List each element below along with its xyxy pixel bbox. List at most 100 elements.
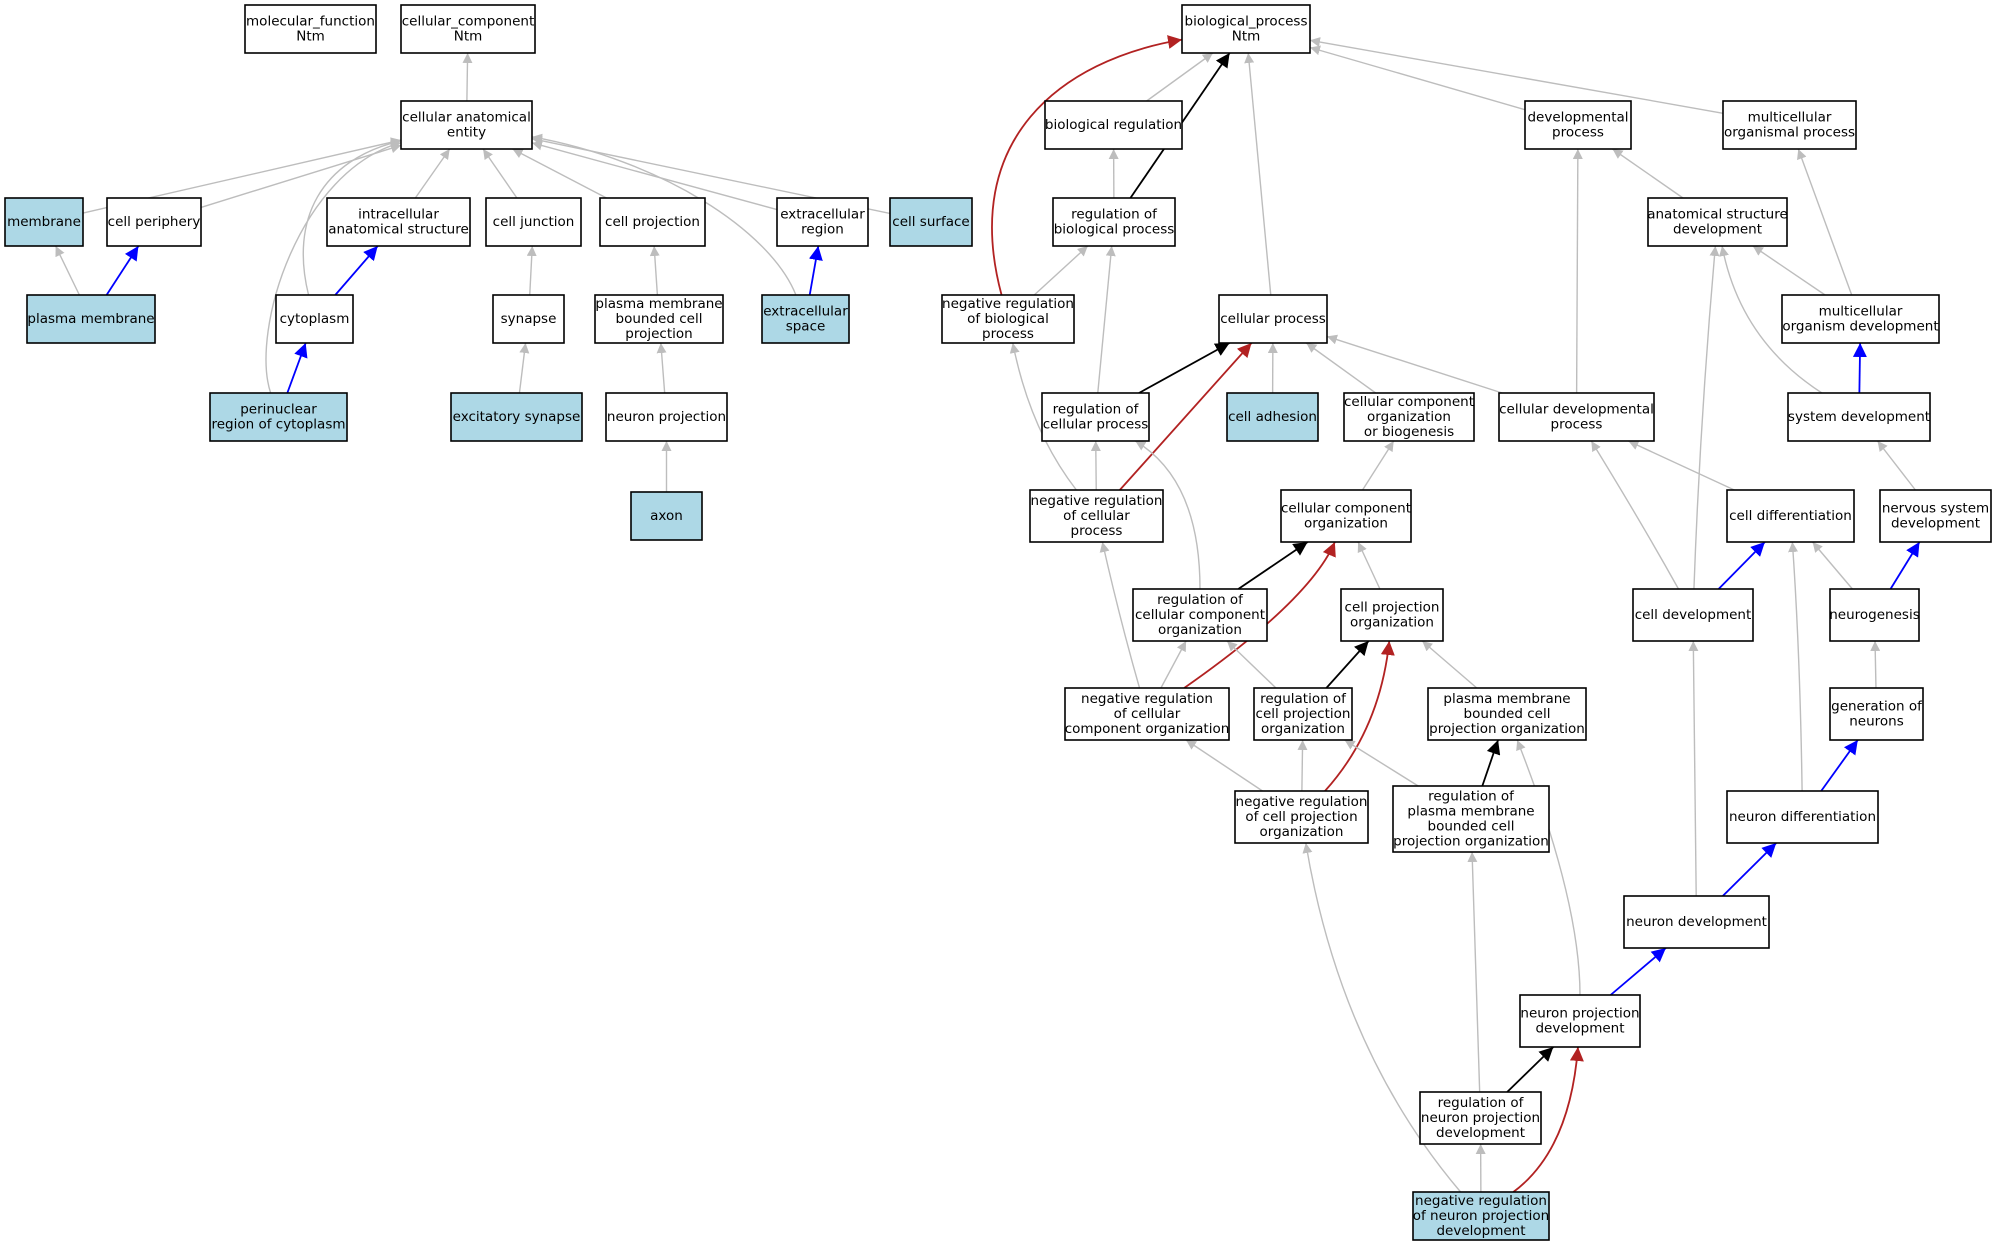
term-node-cell-junction[interactable]: cell junction xyxy=(485,197,582,247)
edge-regulates xyxy=(1237,541,1309,590)
term-node-neuron-differentiation[interactable]: neuron differentiation xyxy=(1726,790,1879,844)
term-node-cell-projection[interactable]: cell projection xyxy=(599,197,706,247)
term-label-line: projection organization xyxy=(1393,834,1549,850)
edge-regulates xyxy=(1506,1046,1554,1093)
term-node-synapse[interactable]: synapse xyxy=(492,294,565,344)
edge-is-a xyxy=(1361,440,1395,491)
term-label-line: extracellular xyxy=(763,304,848,320)
term-label-line: cell projection xyxy=(1345,600,1440,616)
edge-is-a xyxy=(414,148,451,199)
term-node-biological-regulation[interactable]: biological regulation xyxy=(1044,100,1183,150)
term-node-cell-development[interactable]: cell development xyxy=(1632,588,1754,642)
term-node-cell-periphery[interactable]: cell periphery xyxy=(106,197,202,247)
term-node-cytoplasm[interactable]: cytoplasm xyxy=(275,294,354,344)
term-box xyxy=(4,197,84,247)
term-node-membrane[interactable]: membrane xyxy=(4,197,84,247)
edge-is-a xyxy=(649,245,660,296)
term-box xyxy=(776,197,869,247)
edge-is-a xyxy=(1688,640,1699,897)
term-label-line: extracellular xyxy=(780,207,865,223)
term-node-axon[interactable]: axon xyxy=(630,491,703,541)
term-label-line: projection xyxy=(625,326,692,342)
term-node-neuron-projection[interactable]: neuron projection xyxy=(605,392,728,442)
edge-is-a xyxy=(512,148,607,199)
term-label-line: regulation of xyxy=(1428,789,1515,805)
term-node-neurogenesis[interactable]: neurogenesis xyxy=(1829,588,1920,642)
edge-part-of xyxy=(1722,842,1777,897)
term-node-neuron-development[interactable]: neuron development xyxy=(1623,895,1770,949)
term-node-cell-differentiation[interactable]: cell differentiation xyxy=(1726,489,1855,543)
term-box xyxy=(400,100,533,150)
term-node-system-development[interactable]: system development xyxy=(1787,392,1931,442)
edge-is-a xyxy=(1788,541,1803,792)
term-box xyxy=(1623,895,1770,949)
term-label-line: synapse xyxy=(501,311,557,327)
edge-is-a xyxy=(1305,342,1377,394)
term-box xyxy=(1340,588,1444,642)
term-label-line: development xyxy=(1891,516,1980,532)
term-label-line: neurogenesis xyxy=(1829,607,1920,623)
term-label-line: regulation of xyxy=(1053,402,1140,418)
term-box xyxy=(1726,790,1879,844)
term-label-line: excitatory synapse xyxy=(453,409,581,425)
term-box xyxy=(1253,687,1353,741)
term-node-excitatory-synapse[interactable]: excitatory synapse xyxy=(450,392,583,442)
edge-is-a xyxy=(302,138,402,296)
term-box xyxy=(1132,588,1268,642)
term-node-plasma-membrane[interactable]: plasma membrane xyxy=(26,294,156,344)
term-box xyxy=(1781,294,1940,344)
term-label-line: plasma membrane xyxy=(27,311,154,327)
term-node-cell-surface[interactable]: cell surface xyxy=(889,197,973,247)
term-box xyxy=(1218,294,1328,344)
term-label-line: generation of xyxy=(1831,699,1923,715)
edge-regulates xyxy=(1481,739,1501,787)
term-label-line: multicellular xyxy=(1748,110,1832,126)
term-box xyxy=(1419,1091,1542,1145)
edge-part-of xyxy=(1820,739,1859,792)
term-node-cellular-process[interactable]: cellular process xyxy=(1218,294,1328,344)
term-node-cell-adhesion[interactable]: cell adhesion xyxy=(1226,392,1319,442)
edge-part-of xyxy=(286,342,308,394)
term-label-line: of cell projection xyxy=(1245,809,1357,825)
term-label-line: developmental xyxy=(1527,110,1628,126)
edge-is-a xyxy=(1876,440,1916,491)
term-box xyxy=(1041,392,1150,442)
term-label-line: cell adhesion xyxy=(1228,409,1317,425)
term-label-line: perinuclear xyxy=(240,402,317,418)
term-label-line: neuron projection xyxy=(1421,1110,1540,1126)
term-label-line: organization xyxy=(1261,721,1345,737)
